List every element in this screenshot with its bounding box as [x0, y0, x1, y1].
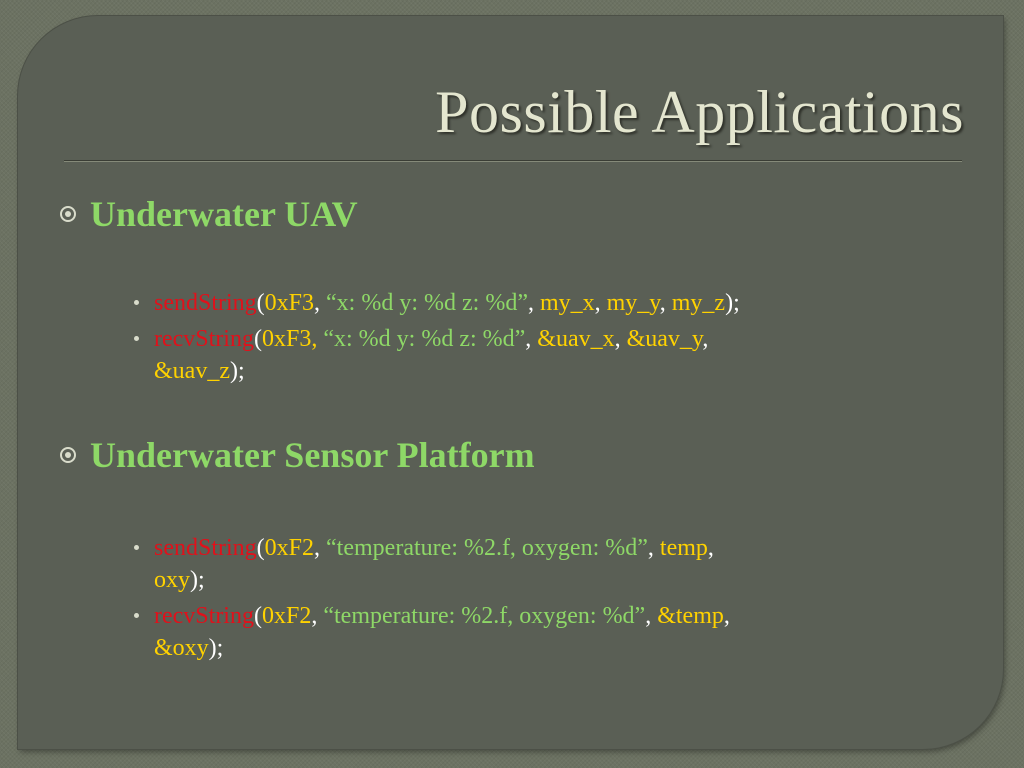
- function-name: recvString: [154, 326, 254, 352]
- small-dot-icon: [134, 613, 139, 618]
- hex-code: 0xF3,: [261, 326, 318, 352]
- paren-close: );: [190, 567, 205, 593]
- paren-open: (: [256, 535, 265, 561]
- argument: &temp: [657, 603, 724, 629]
- code-list-sensor-platform: sendString(0xF2, “temperature: %2.f, oxy…: [134, 532, 954, 668]
- format-string: “x: %d y: %d z: %d”: [323, 326, 526, 352]
- function-name: sendString: [154, 535, 257, 561]
- format-string: “x: %d y: %d z: %d”: [326, 290, 528, 316]
- slide-panel: [18, 16, 1003, 749]
- separator: ,: [594, 290, 607, 316]
- circle-dot-icon: [60, 447, 76, 463]
- separator: ,: [314, 535, 327, 561]
- function-name: sendString: [154, 290, 257, 316]
- section-heading-sensor-platform: Underwater Sensor Platform: [60, 434, 535, 476]
- function-name: recvString: [154, 603, 254, 629]
- separator: ,: [314, 290, 327, 316]
- list-item: recvString(0xF3, “x: %d y: %d z: %d”, &u…: [134, 323, 954, 387]
- separator: ,: [645, 603, 658, 629]
- argument: oxy: [154, 567, 190, 593]
- separator: ,: [527, 290, 540, 316]
- section-heading-text: Underwater Sensor Platform: [90, 435, 535, 475]
- list-item: sendString(0xF3, “x: %d y: %d z: %d”, my…: [134, 287, 954, 319]
- argument: my_x: [539, 290, 595, 316]
- small-dot-icon: [134, 336, 139, 341]
- paren-close: );: [229, 358, 245, 384]
- format-string: “temperature: %2.f, oxygen: %d”: [323, 603, 646, 629]
- code-list-uav: sendString(0xF3, “x: %d y: %d z: %d”, my…: [134, 287, 954, 391]
- list-item: recvString(0xF2, “temperature: %2.f, oxy…: [134, 600, 954, 664]
- separator: ,: [702, 326, 709, 352]
- argument: my_y: [606, 290, 660, 316]
- section-heading-uav: Underwater UAV: [60, 193, 358, 235]
- paren-close: );: [725, 290, 740, 316]
- separator: ,: [647, 535, 660, 561]
- argument: &uav_x: [537, 326, 615, 352]
- hex-code: 0xF2: [261, 603, 312, 629]
- hex-code: 0xF3: [264, 290, 315, 316]
- small-dot-icon: [134, 545, 139, 550]
- argument: &oxy: [154, 635, 209, 661]
- separator: ,: [723, 603, 730, 629]
- format-string: “temperature: %2.f, oxygen: %d”: [326, 535, 648, 561]
- argument: &uav_y: [626, 326, 703, 352]
- separator: ,: [707, 535, 714, 561]
- separator: ,: [614, 326, 627, 352]
- paren-open: (: [253, 326, 262, 352]
- section-heading-text: Underwater UAV: [90, 194, 358, 234]
- small-dot-icon: [134, 300, 139, 305]
- separator: ,: [659, 290, 672, 316]
- paren-close: );: [208, 635, 224, 661]
- argument: my_z: [671, 290, 726, 316]
- paren-open: (: [253, 603, 262, 629]
- title-divider: [64, 160, 962, 162]
- hex-code: 0xF2: [264, 535, 315, 561]
- argument: temp: [659, 535, 708, 561]
- separator: ,: [311, 603, 324, 629]
- slide-title: Possible Applications: [435, 79, 964, 145]
- argument: &uav_z: [154, 358, 230, 384]
- circle-dot-icon: [60, 206, 76, 222]
- paren-open: (: [256, 290, 265, 316]
- list-item: sendString(0xF2, “temperature: %2.f, oxy…: [134, 532, 954, 596]
- separator: ,: [525, 326, 538, 352]
